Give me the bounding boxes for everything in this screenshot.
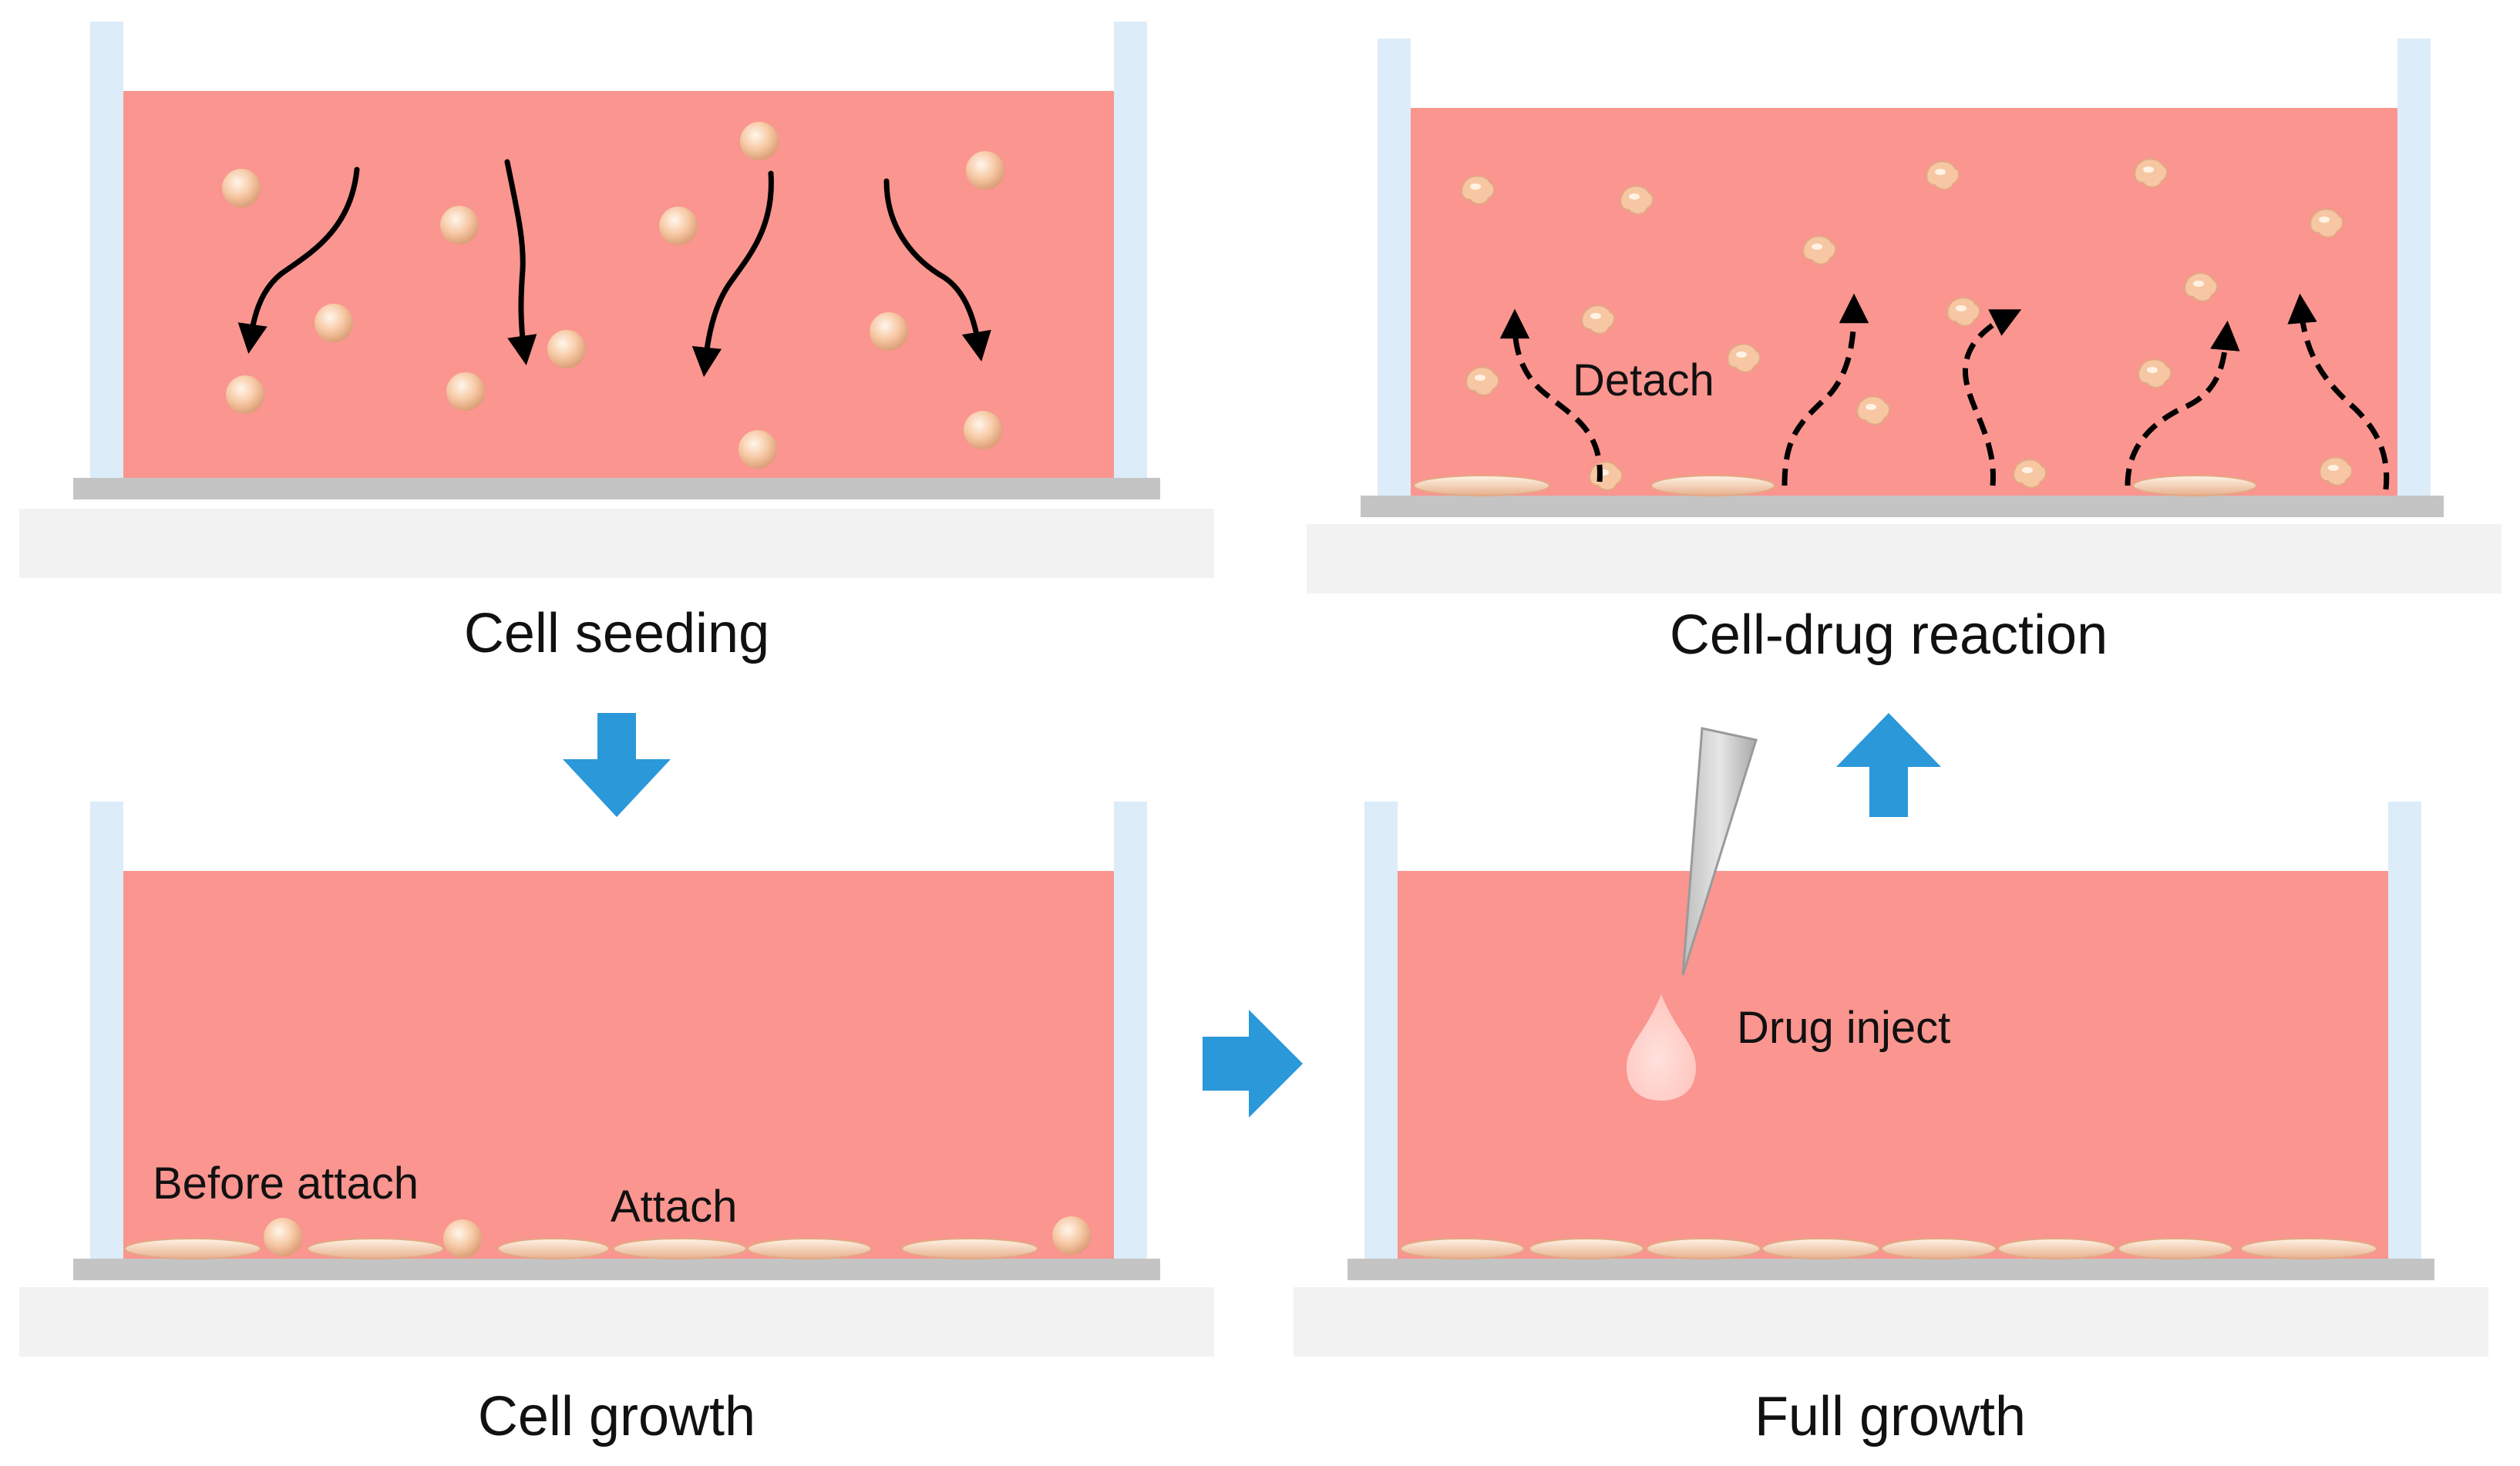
flat-cell bbox=[1413, 475, 1550, 496]
stage-platform bbox=[1294, 1287, 2488, 1357]
stage-platform bbox=[19, 1287, 1214, 1357]
label-attach: Attach bbox=[611, 1182, 737, 1232]
well-wall-left bbox=[1378, 39, 1411, 496]
well-wall-right bbox=[1114, 802, 1147, 1259]
culture-medium bbox=[1398, 871, 2388, 1259]
round-cell bbox=[222, 169, 261, 207]
detach-arrow bbox=[2125, 320, 2240, 486]
round-cell bbox=[443, 1219, 482, 1258]
round-cell bbox=[964, 411, 1002, 449]
block-arrow-icon bbox=[563, 713, 671, 817]
flat-cell bbox=[2118, 1238, 2233, 1259]
settling-arrows bbox=[237, 159, 991, 378]
culture-plate-base bbox=[1361, 496, 2444, 517]
attached-cells bbox=[124, 1238, 1038, 1259]
round-cell bbox=[226, 375, 264, 414]
panel-cell-seeding: Cell seeding bbox=[19, 22, 1214, 664]
panel-cell-drug-reaction: Detach Cell-drug reaction bbox=[1307, 39, 2501, 666]
well-wall-left bbox=[90, 802, 123, 1259]
flat-cell bbox=[1646, 1238, 1761, 1259]
caption-cell-seeding: Cell seeding bbox=[464, 603, 769, 664]
settling-arrow bbox=[504, 159, 537, 366]
well-wall-right bbox=[2397, 39, 2431, 496]
flat-cell bbox=[1400, 1238, 1525, 1259]
culture-medium bbox=[1411, 108, 2397, 496]
panel-cell-growth: Before attach Attach Cell growth bbox=[19, 802, 1214, 1448]
pipette-tip-icon bbox=[1681, 727, 1758, 976]
detach-arrow bbox=[1781, 293, 1869, 486]
label-drug-inject: Drug inject bbox=[1737, 1003, 1950, 1053]
flow-arrows bbox=[563, 713, 1941, 1118]
round-cell bbox=[264, 1218, 302, 1256]
well-wall-left bbox=[90, 22, 123, 478]
round-cell bbox=[440, 206, 479, 244]
remaining-attached-cells bbox=[1413, 475, 2257, 496]
confluent-cells bbox=[1400, 1238, 2377, 1259]
block-arrow-icon bbox=[1203, 1010, 1303, 1118]
flat-cell bbox=[497, 1238, 610, 1259]
round-cell bbox=[547, 330, 586, 368]
culture-plate-base bbox=[73, 478, 1160, 499]
label-detach: Detach bbox=[1573, 355, 1714, 405]
stage-platform bbox=[1307, 524, 2501, 593]
flat-cell bbox=[1881, 1238, 1997, 1259]
flat-cell bbox=[1529, 1238, 1644, 1259]
round-cell bbox=[1052, 1216, 1091, 1255]
culture-plate-base bbox=[1347, 1259, 2434, 1280]
round-cell bbox=[446, 372, 485, 411]
unattached-cells bbox=[264, 1216, 1091, 1258]
well-wall-right bbox=[1114, 22, 1147, 478]
detach-arrow bbox=[2287, 293, 2390, 490]
stage-platform bbox=[19, 509, 1214, 578]
block-arrow-icon bbox=[1836, 713, 1941, 817]
detach-arrows bbox=[1499, 293, 2390, 490]
round-cell bbox=[740, 122, 779, 160]
settling-arrow bbox=[691, 170, 774, 378]
well-wall-right bbox=[2388, 802, 2421, 1259]
flat-cell bbox=[1650, 475, 1775, 496]
detach-arrow bbox=[1962, 309, 2022, 486]
round-cell bbox=[966, 151, 1004, 190]
flat-cell bbox=[1761, 1238, 1880, 1259]
flat-cell bbox=[901, 1238, 1038, 1259]
flat-cell bbox=[2132, 475, 2257, 496]
culture-plate-base bbox=[73, 1259, 1160, 1280]
flat-cell bbox=[747, 1238, 872, 1259]
settling-arrow bbox=[883, 178, 991, 361]
round-cell bbox=[659, 207, 698, 245]
culture-medium bbox=[123, 871, 1114, 1259]
flat-cell bbox=[613, 1238, 747, 1259]
round-cell bbox=[739, 430, 777, 469]
panel-full-growth: Drug inject Full growth bbox=[1294, 727, 2488, 1448]
caption-cell-drug-reaction: Cell-drug reaction bbox=[1670, 604, 2108, 666]
caption-full-growth: Full growth bbox=[1755, 1386, 2026, 1448]
well-wall-left bbox=[1364, 802, 1398, 1259]
drug-droplet-icon bbox=[1627, 994, 1696, 1101]
round-cell bbox=[870, 312, 908, 351]
flat-cell bbox=[2240, 1238, 2377, 1259]
round-cell bbox=[315, 304, 353, 342]
caption-cell-growth: Cell growth bbox=[478, 1386, 755, 1448]
culture-medium bbox=[123, 91, 1114, 478]
label-before-attach: Before attach bbox=[153, 1158, 419, 1209]
flat-cell bbox=[1997, 1238, 2116, 1259]
seeded-cells bbox=[222, 122, 1004, 469]
flat-cell bbox=[307, 1238, 444, 1259]
settling-arrow bbox=[237, 166, 360, 355]
flat-cell bbox=[124, 1238, 261, 1259]
detach-arrow bbox=[1499, 308, 1603, 483]
